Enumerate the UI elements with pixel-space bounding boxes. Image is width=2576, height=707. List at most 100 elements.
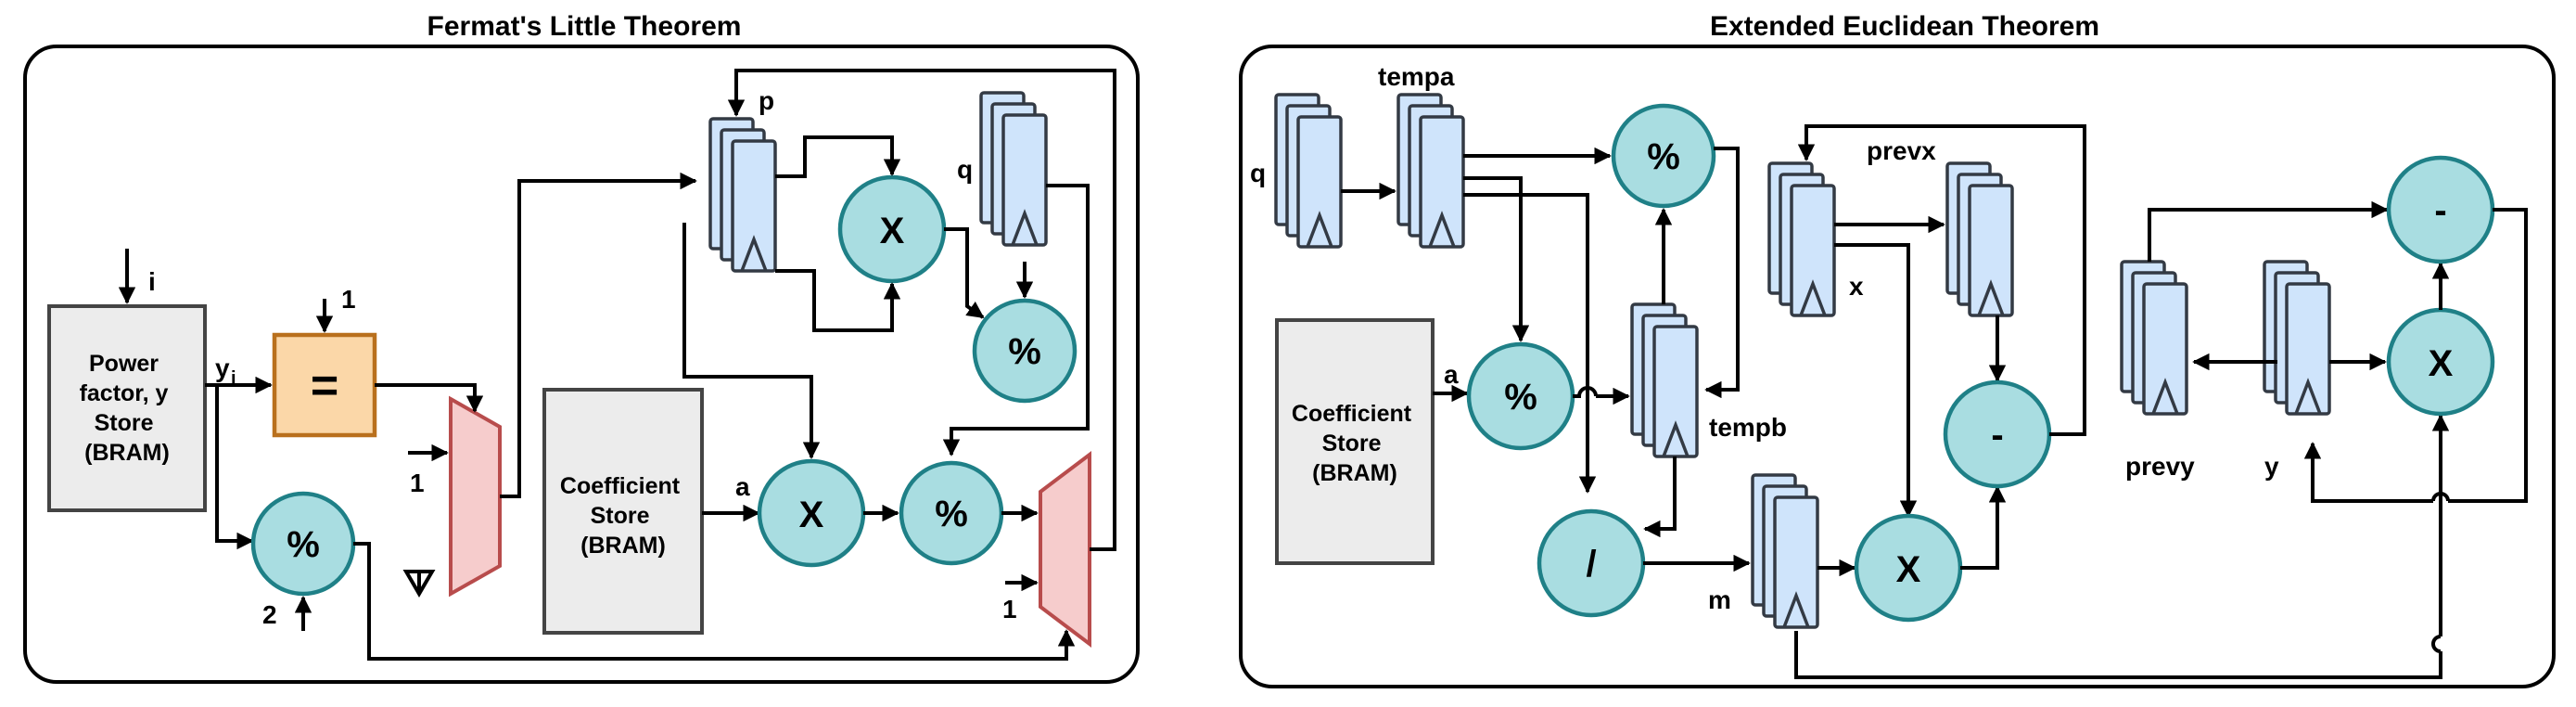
coeff-left-line-3: (BRAM) bbox=[580, 533, 666, 559]
mod-to-tempb-arrow bbox=[1704, 147, 1740, 399]
mod-bottom-symbol: % bbox=[935, 494, 968, 534]
svg-text:Power factor, y: Power factor, y Store (BRAM) bbox=[80, 351, 175, 466]
top-mul-symbol: X bbox=[880, 211, 905, 251]
svg-text:Coefficient Store: Coefficient Store (BRAM) bbox=[560, 473, 686, 559]
euclid-mul-y-symbol: X bbox=[2429, 343, 2454, 384]
register-p bbox=[708, 117, 777, 273]
fermat-title: Fermat's Little Theorem bbox=[427, 11, 742, 42]
register-q bbox=[979, 91, 1048, 247]
power-store-line-4: (BRAM) bbox=[84, 440, 170, 466]
label-x: x bbox=[1849, 272, 1864, 301]
coefficient-store-left: Coefficient Store (BRAM) bbox=[542, 388, 704, 635]
p-to-bottom-mul-arrow bbox=[682, 223, 821, 459]
mod-two-symbol: % bbox=[287, 524, 320, 565]
bottom-multiplier: X bbox=[757, 458, 866, 568]
coeff-right-line-1: Coefficient bbox=[1292, 401, 1412, 427]
label-tempb: tempb bbox=[1709, 413, 1787, 442]
m-feedback-line-left bbox=[1794, 631, 2442, 679]
label-y-sub: i bbox=[231, 368, 236, 389]
register-x bbox=[1767, 161, 1836, 317]
mod-two-to-mux-arrow bbox=[353, 542, 1076, 661]
euclid-mod-middle-symbol: % bbox=[1504, 377, 1537, 418]
euclid-sub-x: - bbox=[1943, 379, 2052, 489]
equality-comparator: = bbox=[272, 332, 377, 438]
coefficient-store-right: Coefficient Store (BRAM) bbox=[1275, 318, 1435, 565]
x-to-mul-arrow bbox=[1834, 243, 1918, 518]
label-one-eq: 1 bbox=[341, 285, 356, 314]
euclid-title: Extended Euclidean Theorem bbox=[1710, 11, 2099, 42]
fermat-panel: Fermat's Little Theorem Power factor, y … bbox=[23, 11, 1140, 684]
svg-text:Coefficient Store: Coefficient Store (BRAM) bbox=[1292, 401, 1418, 486]
mux-bottom-input-label: 1 bbox=[1002, 595, 1017, 623]
sub-to-x-arrow bbox=[1797, 124, 2086, 436]
mod-top-symbol: % bbox=[1008, 331, 1041, 372]
euclid-sub-y-symbol: - bbox=[2434, 190, 2446, 231]
prevy-to-sub-arrow bbox=[2148, 200, 2389, 262]
register-m bbox=[1751, 473, 1819, 629]
coeff-right-line-3: (BRAM) bbox=[1312, 460, 1397, 486]
bottom-mux bbox=[1039, 450, 1091, 649]
euclid-mod-top: % bbox=[1611, 103, 1716, 209]
sub-to-y-line-right bbox=[2448, 208, 2528, 503]
euclid-mod-middle: % bbox=[1466, 341, 1575, 451]
euclid-divider: / bbox=[1537, 508, 1646, 618]
tempa-to-div-arrow bbox=[1463, 193, 1597, 494]
power-store-line-3: Store bbox=[95, 410, 154, 436]
feedback-to-p-arrow bbox=[727, 69, 1116, 551]
sub-to-y-hop bbox=[2431, 492, 2450, 502]
euclid-mul-x-symbol: X bbox=[1896, 549, 1921, 590]
coeff-left-line-1: Coefficient bbox=[560, 473, 681, 499]
euclid-panel: Extended Euclidean Theorem q tempa % Coe… bbox=[1239, 11, 2556, 688]
mux-to-p-arrow bbox=[500, 172, 697, 498]
register-prevx bbox=[1945, 161, 2014, 317]
label-tempa: tempa bbox=[1378, 62, 1455, 91]
register-q-right bbox=[1274, 93, 1343, 249]
register-tempb bbox=[1630, 302, 1699, 458]
coeff-right-line-2: Store bbox=[1322, 431, 1382, 456]
euclid-mul-x: X bbox=[1854, 513, 1963, 623]
tempa-to-mod-middle-arrow bbox=[1463, 176, 1530, 342]
compare-to-mux-arrow bbox=[375, 383, 484, 413]
euclid-sub-x-symbol: - bbox=[1991, 415, 2003, 456]
label-y-right: y bbox=[2264, 452, 2279, 481]
p-to-top-mul-arrow bbox=[775, 135, 901, 178]
label-m: m bbox=[1708, 585, 1731, 614]
euclid-mul-y: X bbox=[2386, 307, 2495, 417]
top-mux bbox=[449, 395, 502, 598]
label-y: y bbox=[215, 354, 230, 382]
eq-symbol: = bbox=[311, 359, 338, 413]
ground-symbol bbox=[402, 570, 436, 598]
label-a-right: a bbox=[1444, 360, 1459, 389]
euclid-sub-y: - bbox=[2386, 155, 2495, 264]
label-two: 2 bbox=[262, 600, 277, 629]
register-tempa bbox=[1396, 93, 1465, 249]
label-i: i bbox=[148, 267, 156, 296]
label-p: p bbox=[759, 86, 774, 115]
label-prevx: prevx bbox=[1867, 136, 1936, 165]
mod-two-unit: % bbox=[250, 491, 356, 597]
div-symbol: / bbox=[1586, 544, 1596, 585]
mod-unit-top: % bbox=[972, 298, 1078, 404]
sub-to-y-arrow bbox=[2303, 442, 2433, 503]
euclid-mod-top-symbol: % bbox=[1647, 136, 1680, 177]
mul-to-sub-arrow bbox=[1960, 485, 2007, 570]
tempb-to-div-arrow bbox=[1643, 456, 1677, 538]
top-mul-to-mod-arrow bbox=[944, 227, 985, 319]
label-prevy: prevy bbox=[2125, 452, 2195, 481]
m-feedback-hop bbox=[2431, 635, 2442, 653]
power-factor-store: Power factor, y Store (BRAM) bbox=[47, 304, 207, 512]
mux-top-input-label: 1 bbox=[410, 469, 425, 497]
coeff-left-line-2: Store bbox=[591, 503, 650, 529]
y-to-mod-arrow bbox=[215, 385, 254, 550]
mod-to-tempb-hop bbox=[1573, 386, 1598, 398]
power-store-line-2: factor, y bbox=[80, 380, 169, 406]
mod-unit-bottom: % bbox=[899, 460, 1004, 566]
register-y bbox=[2263, 260, 2331, 416]
p-to-top-mul-bottom-arrow bbox=[775, 269, 901, 332]
label-a-left: a bbox=[735, 472, 750, 501]
label-q: q bbox=[957, 155, 973, 184]
register-prevy bbox=[2120, 260, 2188, 416]
label-q-right: q bbox=[1250, 159, 1266, 187]
top-multiplier: X bbox=[837, 174, 947, 284]
bottom-mul-symbol: X bbox=[799, 495, 824, 535]
